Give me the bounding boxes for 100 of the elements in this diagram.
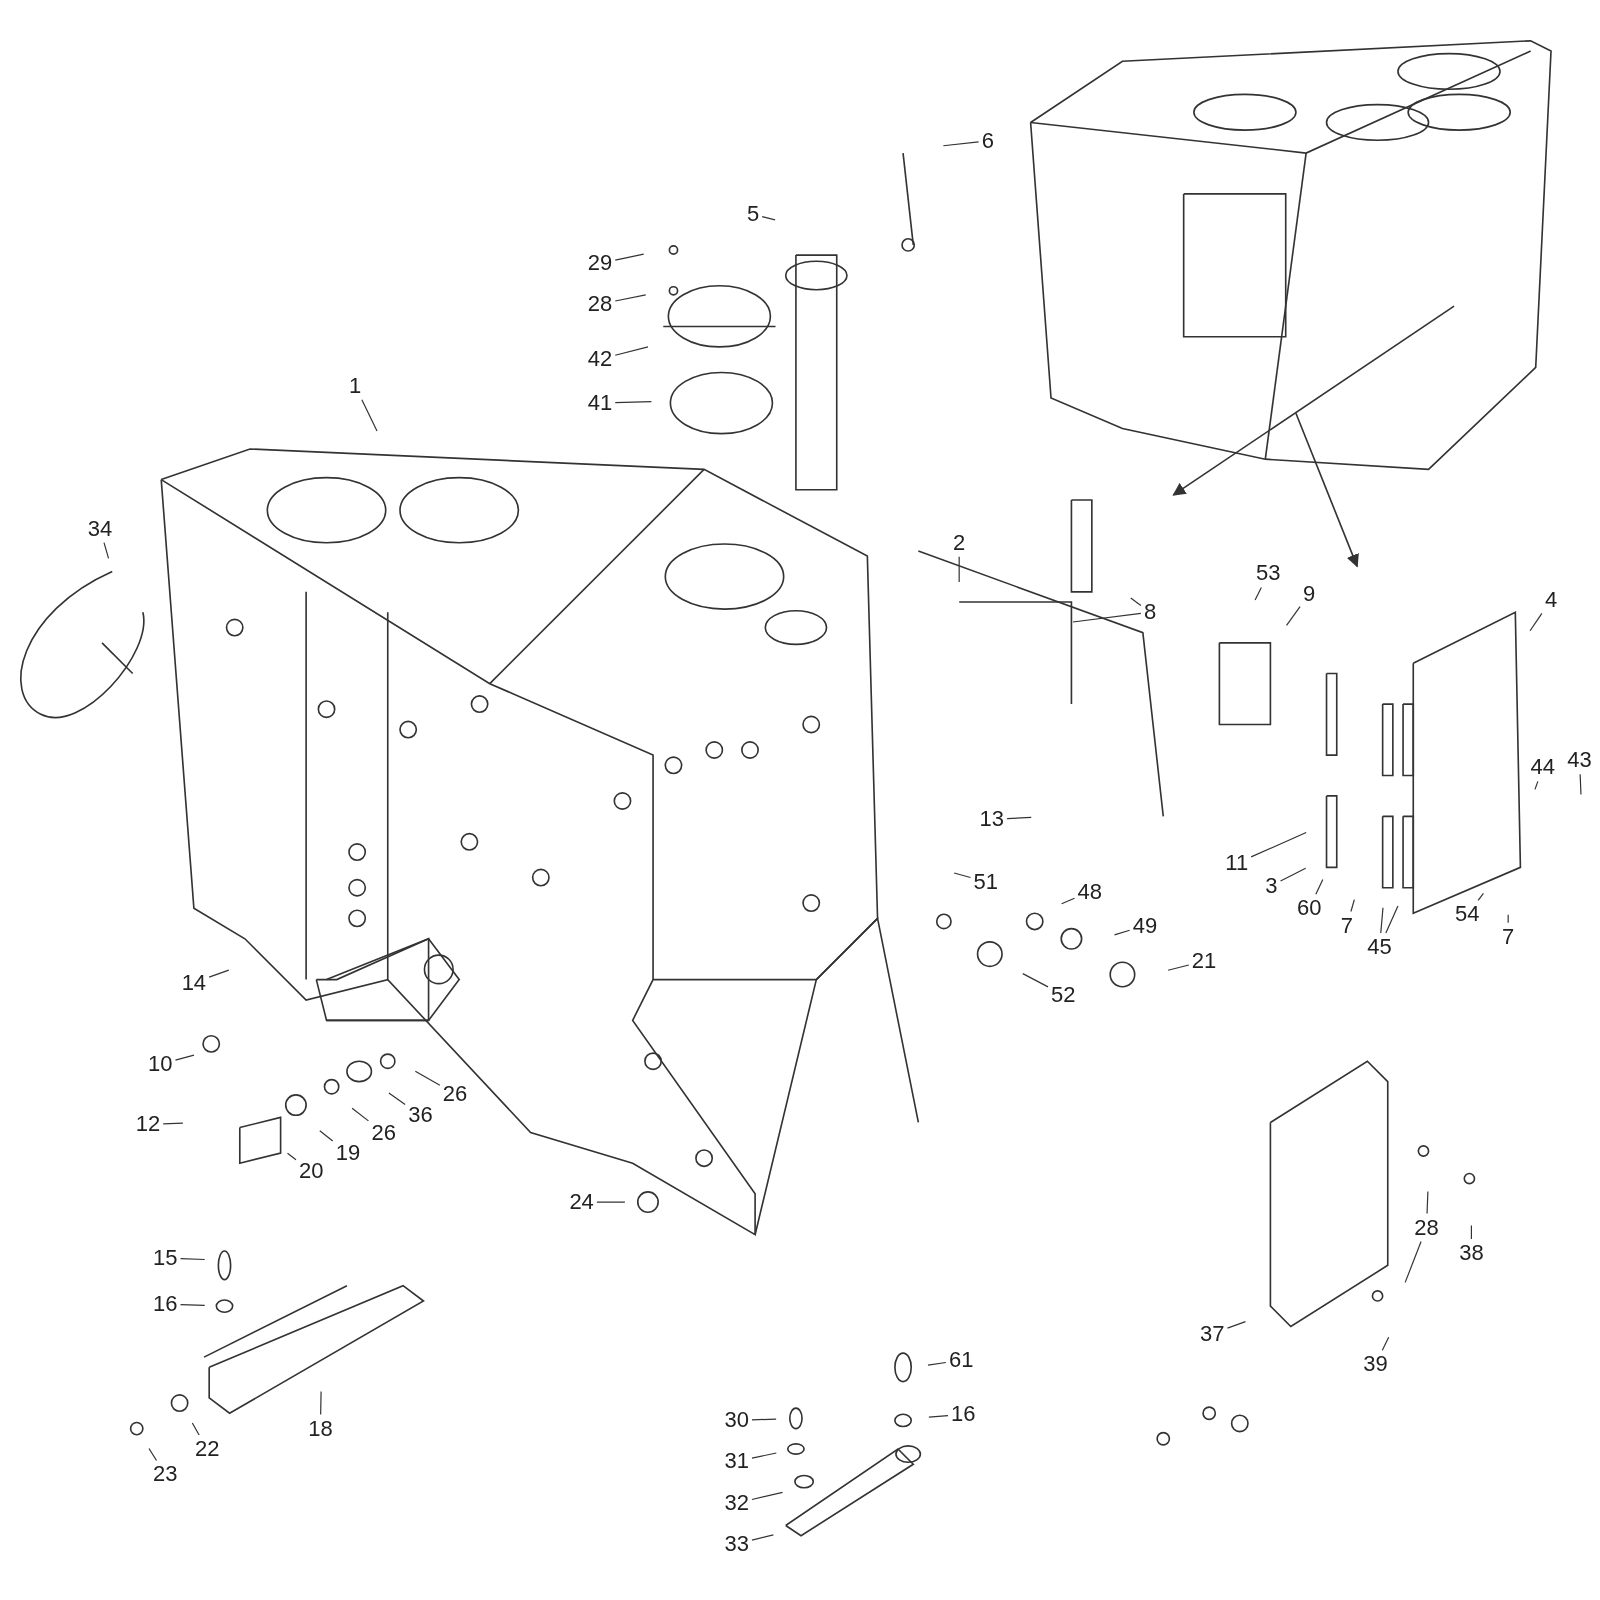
callout-number: 33 xyxy=(724,1531,749,1556)
callout-number: 4 xyxy=(1544,588,1558,612)
callout-number: 39 xyxy=(1363,1352,1388,1377)
leader-line xyxy=(1006,816,1032,820)
callout-number: 37 xyxy=(1200,1321,1225,1346)
leader-line xyxy=(1380,907,1384,934)
callout-number: 15 xyxy=(153,1246,178,1271)
callout-number: 42 xyxy=(587,347,613,372)
leader-line xyxy=(319,1130,334,1142)
leader-line xyxy=(761,215,776,221)
callout-number: 18 xyxy=(308,1416,333,1441)
callout-number: 54 xyxy=(1455,902,1480,927)
leader-line xyxy=(1022,973,1049,988)
callout-number: 26 xyxy=(442,1081,468,1106)
callout-number: 6 xyxy=(981,128,994,153)
callout-number: 51 xyxy=(973,869,998,894)
leader-line xyxy=(751,1452,777,1459)
leader-line xyxy=(614,346,649,356)
callout-number: 12 xyxy=(135,1112,161,1137)
callout-number: 44 xyxy=(1530,755,1556,780)
callout-number: 26 xyxy=(371,1120,396,1145)
callout-number: 20 xyxy=(299,1159,324,1184)
leader-line xyxy=(162,1122,184,1125)
callout-number: 7 xyxy=(1340,913,1354,938)
leader-line xyxy=(1534,780,1539,790)
leader-line xyxy=(1254,586,1262,601)
callout-number: 3 xyxy=(1265,873,1278,898)
callout-number: 16 xyxy=(153,1292,178,1317)
callout-number: 48 xyxy=(1077,879,1102,904)
leader-line xyxy=(286,1152,297,1161)
callout-number: 28 xyxy=(1414,1215,1439,1240)
callout-number: 38 xyxy=(1459,1241,1484,1266)
leader-line xyxy=(1061,897,1076,905)
callout-number: 19 xyxy=(335,1141,361,1166)
leader-line xyxy=(174,1054,195,1061)
leader-line xyxy=(191,1422,200,1436)
callout-number: 24 xyxy=(569,1190,594,1215)
callout-number: 8 xyxy=(1143,600,1157,625)
leader-line xyxy=(751,1491,784,1501)
leader-line xyxy=(1404,1240,1422,1283)
leader-line xyxy=(928,1414,949,1418)
callout-number: 23 xyxy=(153,1462,178,1487)
leader-line xyxy=(942,141,980,147)
leader-line xyxy=(927,1361,947,1366)
callout-number: 45 xyxy=(1367,934,1392,959)
leader-line xyxy=(1385,905,1399,934)
callout-number: 5 xyxy=(746,202,760,227)
leader-line xyxy=(953,872,972,879)
callout-number: 49 xyxy=(1132,913,1158,938)
leader-line xyxy=(103,541,110,560)
leader-line xyxy=(179,1258,206,1261)
callout-number: 29 xyxy=(587,251,613,276)
leader-line xyxy=(1579,773,1582,796)
leader-line xyxy=(614,253,645,261)
callout-number: 21 xyxy=(1191,949,1217,974)
leader-line xyxy=(596,1201,626,1203)
callout-number: 11 xyxy=(1225,851,1249,876)
leader-line xyxy=(361,399,378,432)
leader-line xyxy=(958,556,960,583)
leader-line xyxy=(148,1447,158,1462)
callout-number: 52 xyxy=(1051,982,1076,1007)
leader-line xyxy=(1507,914,1509,924)
callout-number: 36 xyxy=(408,1103,433,1128)
callout-number: 34 xyxy=(87,516,113,541)
leader-line xyxy=(1529,612,1543,632)
leader-line xyxy=(208,969,230,978)
leader-line xyxy=(1470,1224,1473,1240)
leader-line xyxy=(1072,612,1142,623)
callout-number: 1 xyxy=(348,373,362,398)
leader-line xyxy=(320,1390,322,1416)
callout-number: 13 xyxy=(979,807,1005,832)
leader-line xyxy=(414,1070,441,1086)
callout-number: 30 xyxy=(724,1408,749,1433)
callout-number: 9 xyxy=(1303,581,1316,606)
leader-line xyxy=(1113,929,1131,936)
callout-number: 14 xyxy=(181,970,207,995)
leader-line xyxy=(1426,1190,1429,1215)
callout-number: 7 xyxy=(1502,924,1515,949)
leader-line xyxy=(1130,597,1142,607)
callout-number: 10 xyxy=(147,1052,173,1077)
leader-line xyxy=(1315,878,1324,895)
leader-line xyxy=(388,1092,406,1106)
callout-number: 41 xyxy=(587,391,613,416)
leader-line xyxy=(614,294,647,302)
leader-line xyxy=(751,1534,774,1541)
leader-line xyxy=(179,1304,206,1307)
leader-line xyxy=(1381,1336,1390,1351)
callout-number: 53 xyxy=(1256,561,1281,586)
callout-number: 16 xyxy=(951,1402,976,1427)
callout-number: 2 xyxy=(953,530,966,555)
callout-number: 28 xyxy=(587,292,613,317)
leader-line xyxy=(1279,867,1307,882)
leader-line xyxy=(751,1418,777,1421)
leader-line xyxy=(1350,898,1355,913)
callout-number: 60 xyxy=(1296,896,1322,921)
callout-number: 31 xyxy=(724,1449,749,1474)
leader-line xyxy=(1477,892,1484,901)
leader-line xyxy=(351,1107,370,1122)
leader-line xyxy=(1167,964,1190,971)
callout-number: 61 xyxy=(949,1348,974,1373)
